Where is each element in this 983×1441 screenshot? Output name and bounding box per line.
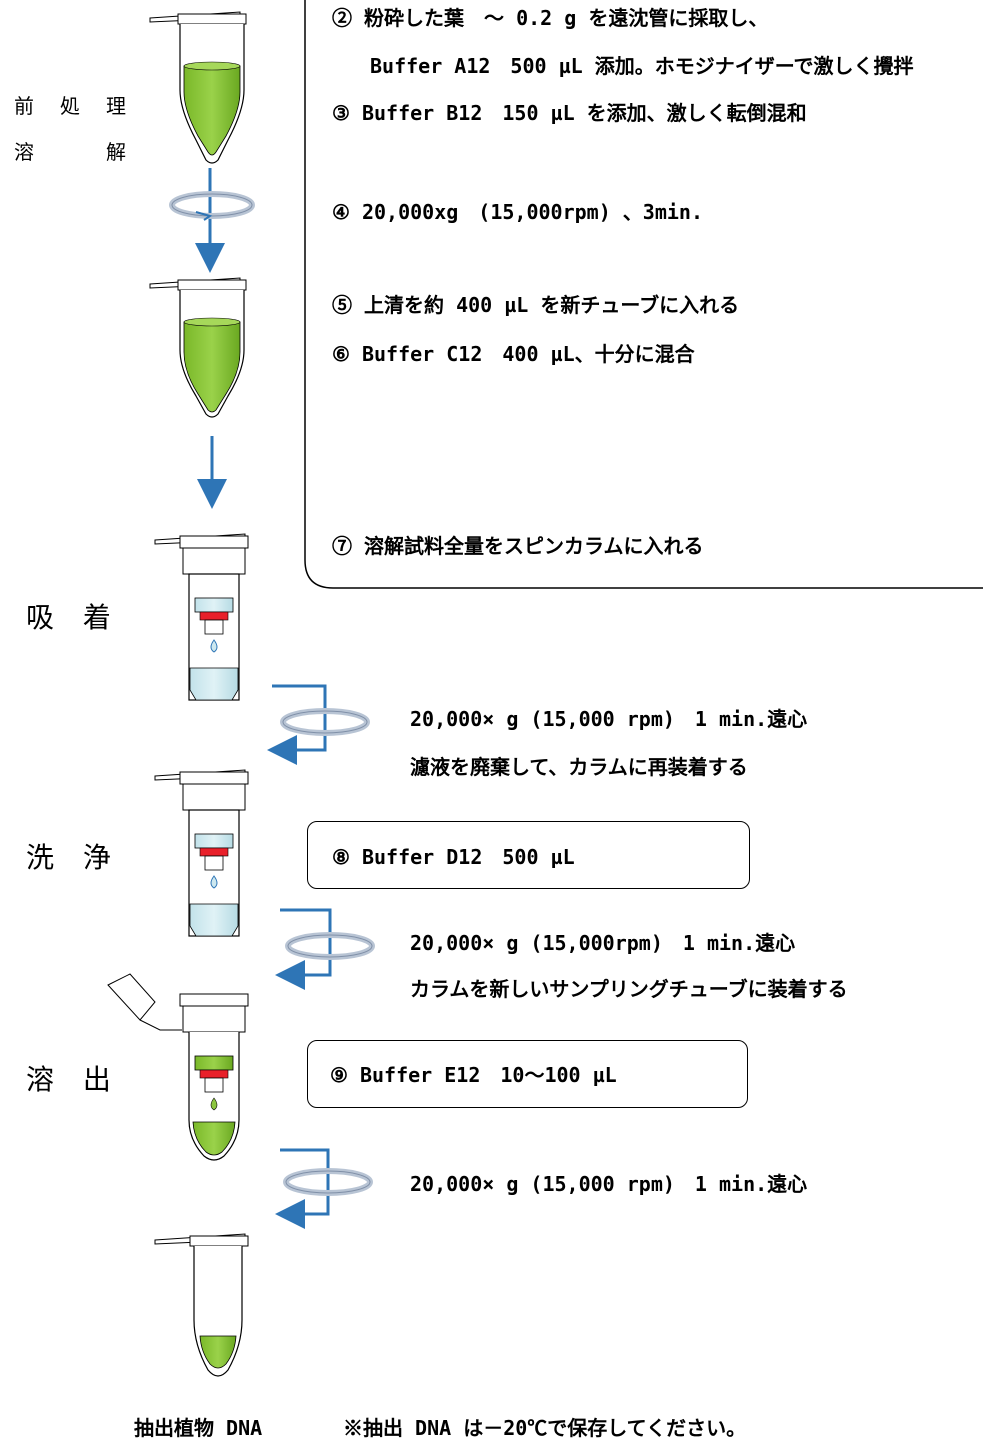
step-8-box: ⑧ Buffer D12 500 µL (307, 821, 750, 889)
centrifuge-icon-1 (169, 168, 255, 273)
step-6: ⑥ Buffer C12 400 µL、十分に混合 (332, 342, 695, 366)
spin-2-line-2: カラムを新しいサンプリングチューブに装着する (410, 977, 848, 1001)
stage-wash: 洗 浄 (26, 841, 121, 874)
spin-1-line-1: 20,000× g (15,000 rpm) 1 min.遠心 (410, 707, 808, 731)
spin-3-line-1: 20,000× g (15,000 rpm) 1 min.遠心 (410, 1172, 808, 1196)
spin-column-wash-icon (154, 769, 249, 937)
stage-adsorption: 吸 着 (26, 601, 121, 634)
centrifuge-icon-4 (275, 1148, 373, 1229)
spin-1-line-2: 濾液を廃棄して、カラムに再装着する (410, 755, 748, 779)
stage-pretreat-char-2: 処 (60, 94, 80, 118)
step-9: ⑨ Buffer E12 10～100 µL (330, 1063, 617, 1087)
spin-column-adsorption-icon (154, 533, 249, 701)
centrifuge-icon-3 (275, 908, 375, 990)
step-8: ⑧ Buffer D12 500 µL (332, 845, 575, 869)
spin-column-elution-icon (107, 973, 249, 1161)
stage-pretreat-char-3: 理 (106, 94, 126, 118)
extracted-dna-label: 抽出植物 DNA (134, 1416, 263, 1440)
stage-pretreat-char-1: 前 (14, 94, 34, 118)
step-3: ③ Buffer B12 150 µL を添加、激しく転倒混和 (332, 101, 807, 125)
storage-note: ※抽出 DNA は－20℃で保存してください。 (343, 1416, 747, 1440)
tube-extracted-dna-icon (154, 1233, 249, 1377)
centrifuge-icon-2 (267, 684, 370, 765)
tube-green-sample-icon (149, 11, 247, 164)
step-4: ④ 20,000xg (15,000rpm) 、3min. (332, 200, 703, 224)
step-2-line-1: ② 粉砕した葉 ～ 0.2 g を遠沈管に採取し、 (332, 6, 769, 30)
stage-elution: 溶 出 (26, 1063, 121, 1096)
lysis-steps-box (304, 0, 983, 589)
step-9-box: ⑨ Buffer E12 10～100 µL (307, 1040, 748, 1108)
stage-lysis-char-2: 解 (106, 140, 126, 164)
step-7: ⑦ 溶解試料全量をスピンカラムに入れる (332, 534, 704, 558)
spin-2-line-1: 20,000× g (15,000rpm) 1 min.遠心 (410, 931, 796, 955)
stage-lysis-char-1: 溶 (14, 140, 34, 164)
step-2-line-2: Buffer A12 500 µL 添加。ホモジナイザーで激しく攪拌 (370, 54, 914, 78)
tube-green-supernatant-icon (149, 277, 247, 418)
step-5: ⑤ 上清を約 400 µL を新チューブに入れる (332, 293, 740, 317)
